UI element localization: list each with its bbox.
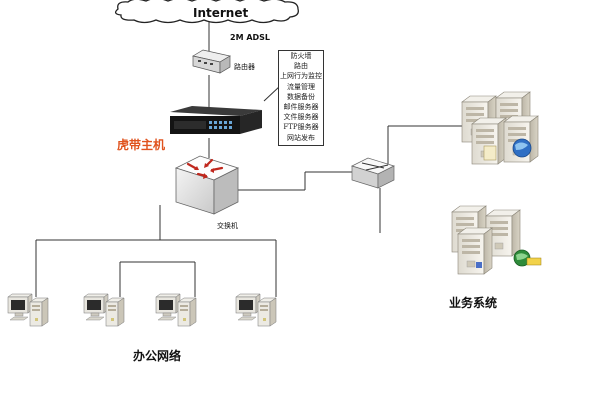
switch-label: 交换机 — [217, 222, 238, 230]
line-callout — [263, 85, 281, 102]
globe-icon — [513, 249, 531, 267]
function-list-box: 防火墙 路由 上网行为监控 流量管理 数据备份 邮件服务器 文件服务器 FTP服… — [278, 50, 324, 146]
office-computer — [235, 293, 277, 327]
office-computers — [7, 293, 277, 327]
function-item: 网站发布 — [287, 133, 315, 142]
internet-label: Internet — [193, 6, 249, 20]
function-item: 流量管理 — [287, 82, 315, 91]
office-computer — [155, 293, 197, 327]
function-item: 文件服务器 — [283, 113, 319, 122]
router-icon — [192, 49, 231, 74]
function-item: 数据备份 — [287, 92, 315, 101]
globe-icon — [512, 138, 532, 158]
office-network-label: 办公网络 — [133, 349, 182, 363]
host-label: 虎带主机 — [117, 138, 166, 152]
office-computer — [7, 293, 49, 327]
function-item: FTP服务器 — [283, 123, 319, 132]
function-item: 路由 — [294, 62, 308, 71]
function-item: 邮件服务器 — [283, 103, 319, 112]
hub-switch-icon — [351, 157, 395, 189]
connection-lines — [35, 18, 465, 297]
adsl-label: 2M ADSL — [230, 33, 271, 42]
business-server-cluster-top — [461, 91, 539, 165]
badge-icon — [476, 257, 542, 268]
router-label: 路由器 — [234, 63, 255, 71]
host-device-icon — [170, 106, 262, 134]
function-item: 上网行为监控 — [280, 72, 322, 81]
document-icon — [483, 145, 497, 161]
office-computer — [83, 293, 125, 327]
function-item: 防火墙 — [290, 52, 312, 60]
internet-cloud-icon — [114, 0, 299, 24]
business-system-label: 业务系统 — [449, 296, 498, 310]
switch-icon — [174, 155, 240, 215]
business-server-cluster-bottom — [451, 205, 542, 275]
